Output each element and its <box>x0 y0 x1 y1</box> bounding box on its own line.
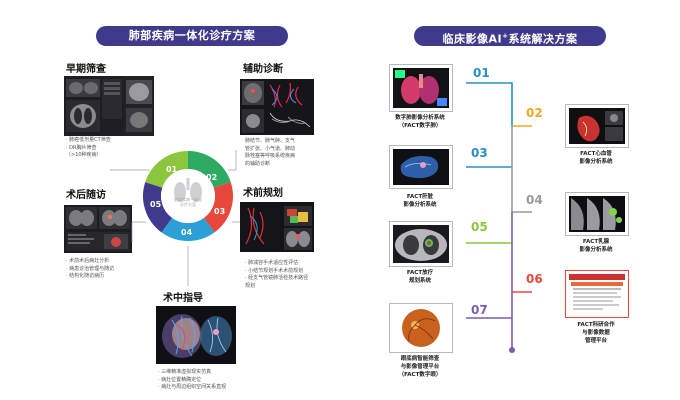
desc-line: · 病灶位置精确定位 <box>158 376 202 383</box>
desc-line: · 结构化随访病历 <box>66 273 105 279</box>
system-02-thumbnail <box>565 104 629 148</box>
caption-line: FACT放疗 <box>406 270 434 276</box>
ring-segment-03 <box>161 217 215 241</box>
system-06-number: 06 <box>526 272 543 286</box>
system-07-thumbnail <box>389 303 453 353</box>
early-screening-description: · 肺癌低剂量CT筛查 · DR胸片筛查 （>10种疾病） <box>66 137 111 160</box>
system-04-caption: FACT乳腺 影像分析系统 <box>556 238 636 254</box>
caption-line: 规划系统 <box>408 278 431 284</box>
caption-line: （FACT数字眼） <box>398 372 442 378</box>
system-01-number: 01 <box>473 66 490 80</box>
desc-line: · 病灶与周边组织空间关系直观 <box>158 384 227 390</box>
system-05-thumbnail <box>389 221 453 267</box>
caption-line: 影像分析系统 <box>579 159 613 165</box>
ring-number-02: 02 <box>206 173 218 182</box>
ring-segment-02 <box>203 182 233 233</box>
ring-number-03: 03 <box>214 207 226 216</box>
system-07-number: 07 <box>471 303 488 317</box>
ring-segment-04 <box>143 182 173 233</box>
caption-line: FACT科研合作 <box>577 322 615 328</box>
system-03-thumbnail <box>389 145 453 189</box>
caption-line: 影像分析系统 <box>403 202 437 208</box>
left-panel-title: 肺部疾病一体化诊疗方案 <box>96 26 288 46</box>
system-06-caption: FACT科研合作 与影像数据 管理平台 <box>556 321 636 345</box>
caption-line: FACT乳腺 <box>582 239 610 245</box>
diagnosis-cycle-ring <box>140 148 236 244</box>
desc-line: 的辅助诊断 <box>245 160 271 167</box>
caption-line: 影像分析系统 <box>579 247 613 253</box>
desc-line: （>10种疾病） <box>66 152 102 158</box>
intraop-guidance-image <box>156 306 236 364</box>
right-panel-title: 临床影像AI+系统解决方案 <box>414 26 606 46</box>
system-04-thumbnail <box>565 192 629 236</box>
desc-line: 脉栓塞等呼吸系统疾病 <box>245 153 296 159</box>
postop-followup-description: · 术前术后病灶分析 · 病患诊治管理与随访 · 结构化随访病历 <box>66 258 114 281</box>
preop-planning-description: · 肺减容手术适应性评估 · 小结节规划手术术前规划 · 经支气管镜肺活检技术路… <box>245 260 308 290</box>
caption-line: 管理平台 <box>584 338 607 344</box>
desc-line: · 术前术后病灶分析 <box>66 258 110 264</box>
ring-segment-01 <box>187 151 231 189</box>
postop-followup-image <box>64 205 132 253</box>
caption-line: （FACT数字肺） <box>398 123 442 129</box>
right-title-suffix: 系统解决方案 <box>508 32 578 46</box>
desc-line: 规划 <box>245 282 256 289</box>
section-title-aux-diagnosis: 辅助诊断 <box>243 64 283 75</box>
system-03-caption: FACT肝脏 影像分析系统 <box>380 193 460 209</box>
system-06-thumbnail <box>565 270 629 318</box>
desc-line: · 三维精准虚拟现实仿真 <box>158 369 212 375</box>
desc-line: 管扩张、小气道、肺动 <box>245 145 296 152</box>
desc-line: · 小结节规划手术术前规划 <box>245 267 304 274</box>
desc-line: · 肺癌低剂量CT筛查 <box>66 137 111 143</box>
aux-diagnosis-description: 肺结节、肺气肿、支气 管扩张、小气道、肺动 脉栓塞等呼吸系统疾病 的辅助诊断 <box>245 138 295 168</box>
ring-number-04: 04 <box>181 228 193 237</box>
early-screening-image-2 <box>124 76 154 136</box>
timeline-lines <box>466 82 532 353</box>
ring-center-line: 诊疗方案 <box>180 202 196 207</box>
system-05-number: 05 <box>471 220 488 234</box>
system-05-caption: FACT放疗 规划系统 <box>380 269 460 285</box>
desc-line: 肺结节、肺气肿、支气 <box>245 138 296 144</box>
caption-line: 眼底病智能筛查 <box>400 356 440 362</box>
system-03-number: 03 <box>471 146 488 160</box>
section-title-postop-followup: 术后随访 <box>66 190 106 201</box>
caption-line: 与影像数据 <box>582 330 610 336</box>
right-title-sup: + <box>502 32 509 40</box>
left-connectors <box>110 150 240 286</box>
system-01-caption: 数字肺影像分析系统 （FACT数字肺） <box>380 114 460 130</box>
caption-line: 数字肺影像分析系统 <box>395 115 445 121</box>
caption-line: FACT肝脏 <box>406 194 434 200</box>
system-02-number: 02 <box>526 106 543 120</box>
ring-number-05: 05 <box>150 200 162 209</box>
right-title-prefix: 临床影像AI <box>442 32 503 46</box>
system-02-caption: FACT心血管 影像分析系统 <box>556 150 636 166</box>
ring-center-line: 肺部疾病一体化 <box>174 197 202 202</box>
caption-line: FACT心血管 <box>580 151 612 157</box>
desc-line: · 病患诊治管理与随访 <box>66 265 115 272</box>
early-screening-image <box>64 76 124 136</box>
desc-line: · DR胸片筛查 <box>66 144 97 151</box>
desc-line: · 肺减容手术适应性评估 <box>245 260 299 266</box>
system-01-thumbnail <box>389 64 453 112</box>
aux-diagnosis-image <box>240 79 314 135</box>
ring-number-01: 01 <box>166 165 178 174</box>
intraop-guidance-description: · 三维精准虚拟现实仿真 · 病灶位置精确定位 · 病灶与周边组织空间关系直观 <box>158 369 226 392</box>
ring-center-label: 肺部疾病一体化 诊疗方案 <box>166 197 210 207</box>
system-04-number: 04 <box>526 193 543 207</box>
system-07-caption: 眼底病智能筛查 与影像管理平台 （FACT数字眼） <box>380 355 460 379</box>
desc-line: · 经支气管镜肺活检技术路径 <box>245 275 309 281</box>
preop-planning-image <box>240 202 314 252</box>
section-title-preop-planning: 术前规划 <box>243 188 283 199</box>
caption-line: 与影像管理平台 <box>400 364 440 370</box>
section-title-intraop-guidance: 术中指导 <box>163 293 203 304</box>
ring-segment-05 <box>145 151 189 189</box>
section-title-early-screening: 早期筛查 <box>66 64 106 75</box>
